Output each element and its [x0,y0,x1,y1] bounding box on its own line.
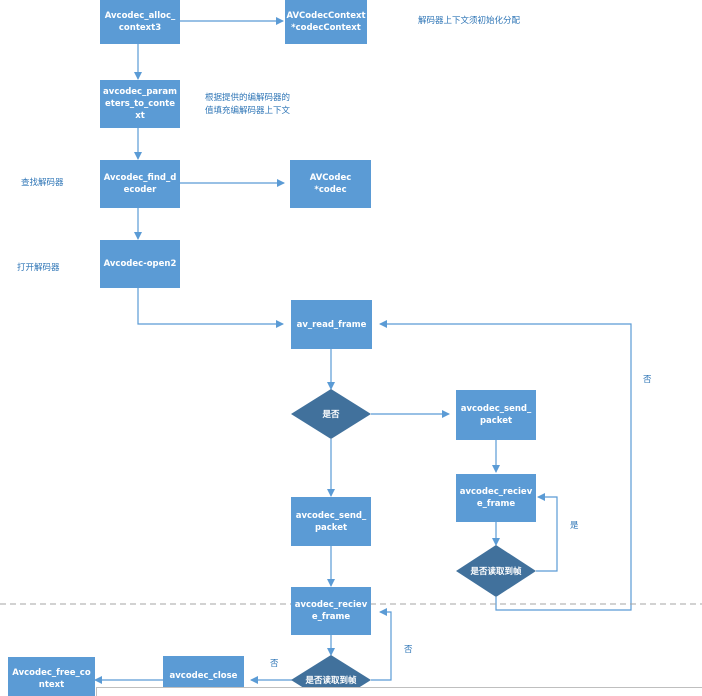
open-note: 打开解码器 [17,263,60,273]
decision-right-label: 是否读取到帧 [470,567,522,577]
right-loop-no-label: 否 [643,375,652,385]
free-context-node: Avcodec_free_context [8,657,95,696]
params-note-line1: 根据提供的编解码器的 [205,93,291,103]
decision-bottom-shape [291,655,371,696]
parameters-to-context-node: avcodec_parameters_to_context [100,80,180,128]
find-decoder-node: Avcodec_find_decoder [100,160,180,208]
recieve-frame-right-node: avcodec_recieve_frame [456,474,536,522]
bottom-edge-panel [96,687,702,696]
decision-right-shape [456,545,536,597]
bottom-no-close-label: 否 [270,659,279,669]
decision-main-shape [291,389,371,439]
edge-decision-bottom-no-loop [371,608,392,681]
alloc-context-node: Avcodec_alloc_context3 [100,0,180,44]
right-yes-label: 是 [570,521,579,531]
send-packet-right-node: avcodec_send_packet [456,390,536,440]
open2-node: Avcodec-open2 [100,240,180,288]
avcodec-node: AVCodec *codec [290,160,371,208]
find-note: 查找解码器 [21,178,64,188]
read-frame-node: av_read_frame [291,300,372,349]
alloc-note: 解码器上下文须初始化分配 [418,16,521,26]
bottom-no-loop-label: 否 [404,645,413,655]
recieve-frame-main-node: avcodec_recieve_frame [291,587,371,635]
edge-decision-right-yes-loop [536,493,558,572]
decision-main-label: 是否 [322,410,340,420]
send-packet-main-node: avcodec_send_packet [291,497,371,546]
edge-open-to-read [137,288,284,328]
edge-decision-right-no-loop [379,320,632,611]
avcodec-context-node: AVCodecContext *codecContext [285,0,367,44]
params-note-line2: 值填充编解码器上下文 [205,106,291,116]
decision-bottom-label: 是否读取到帧 [305,676,357,686]
